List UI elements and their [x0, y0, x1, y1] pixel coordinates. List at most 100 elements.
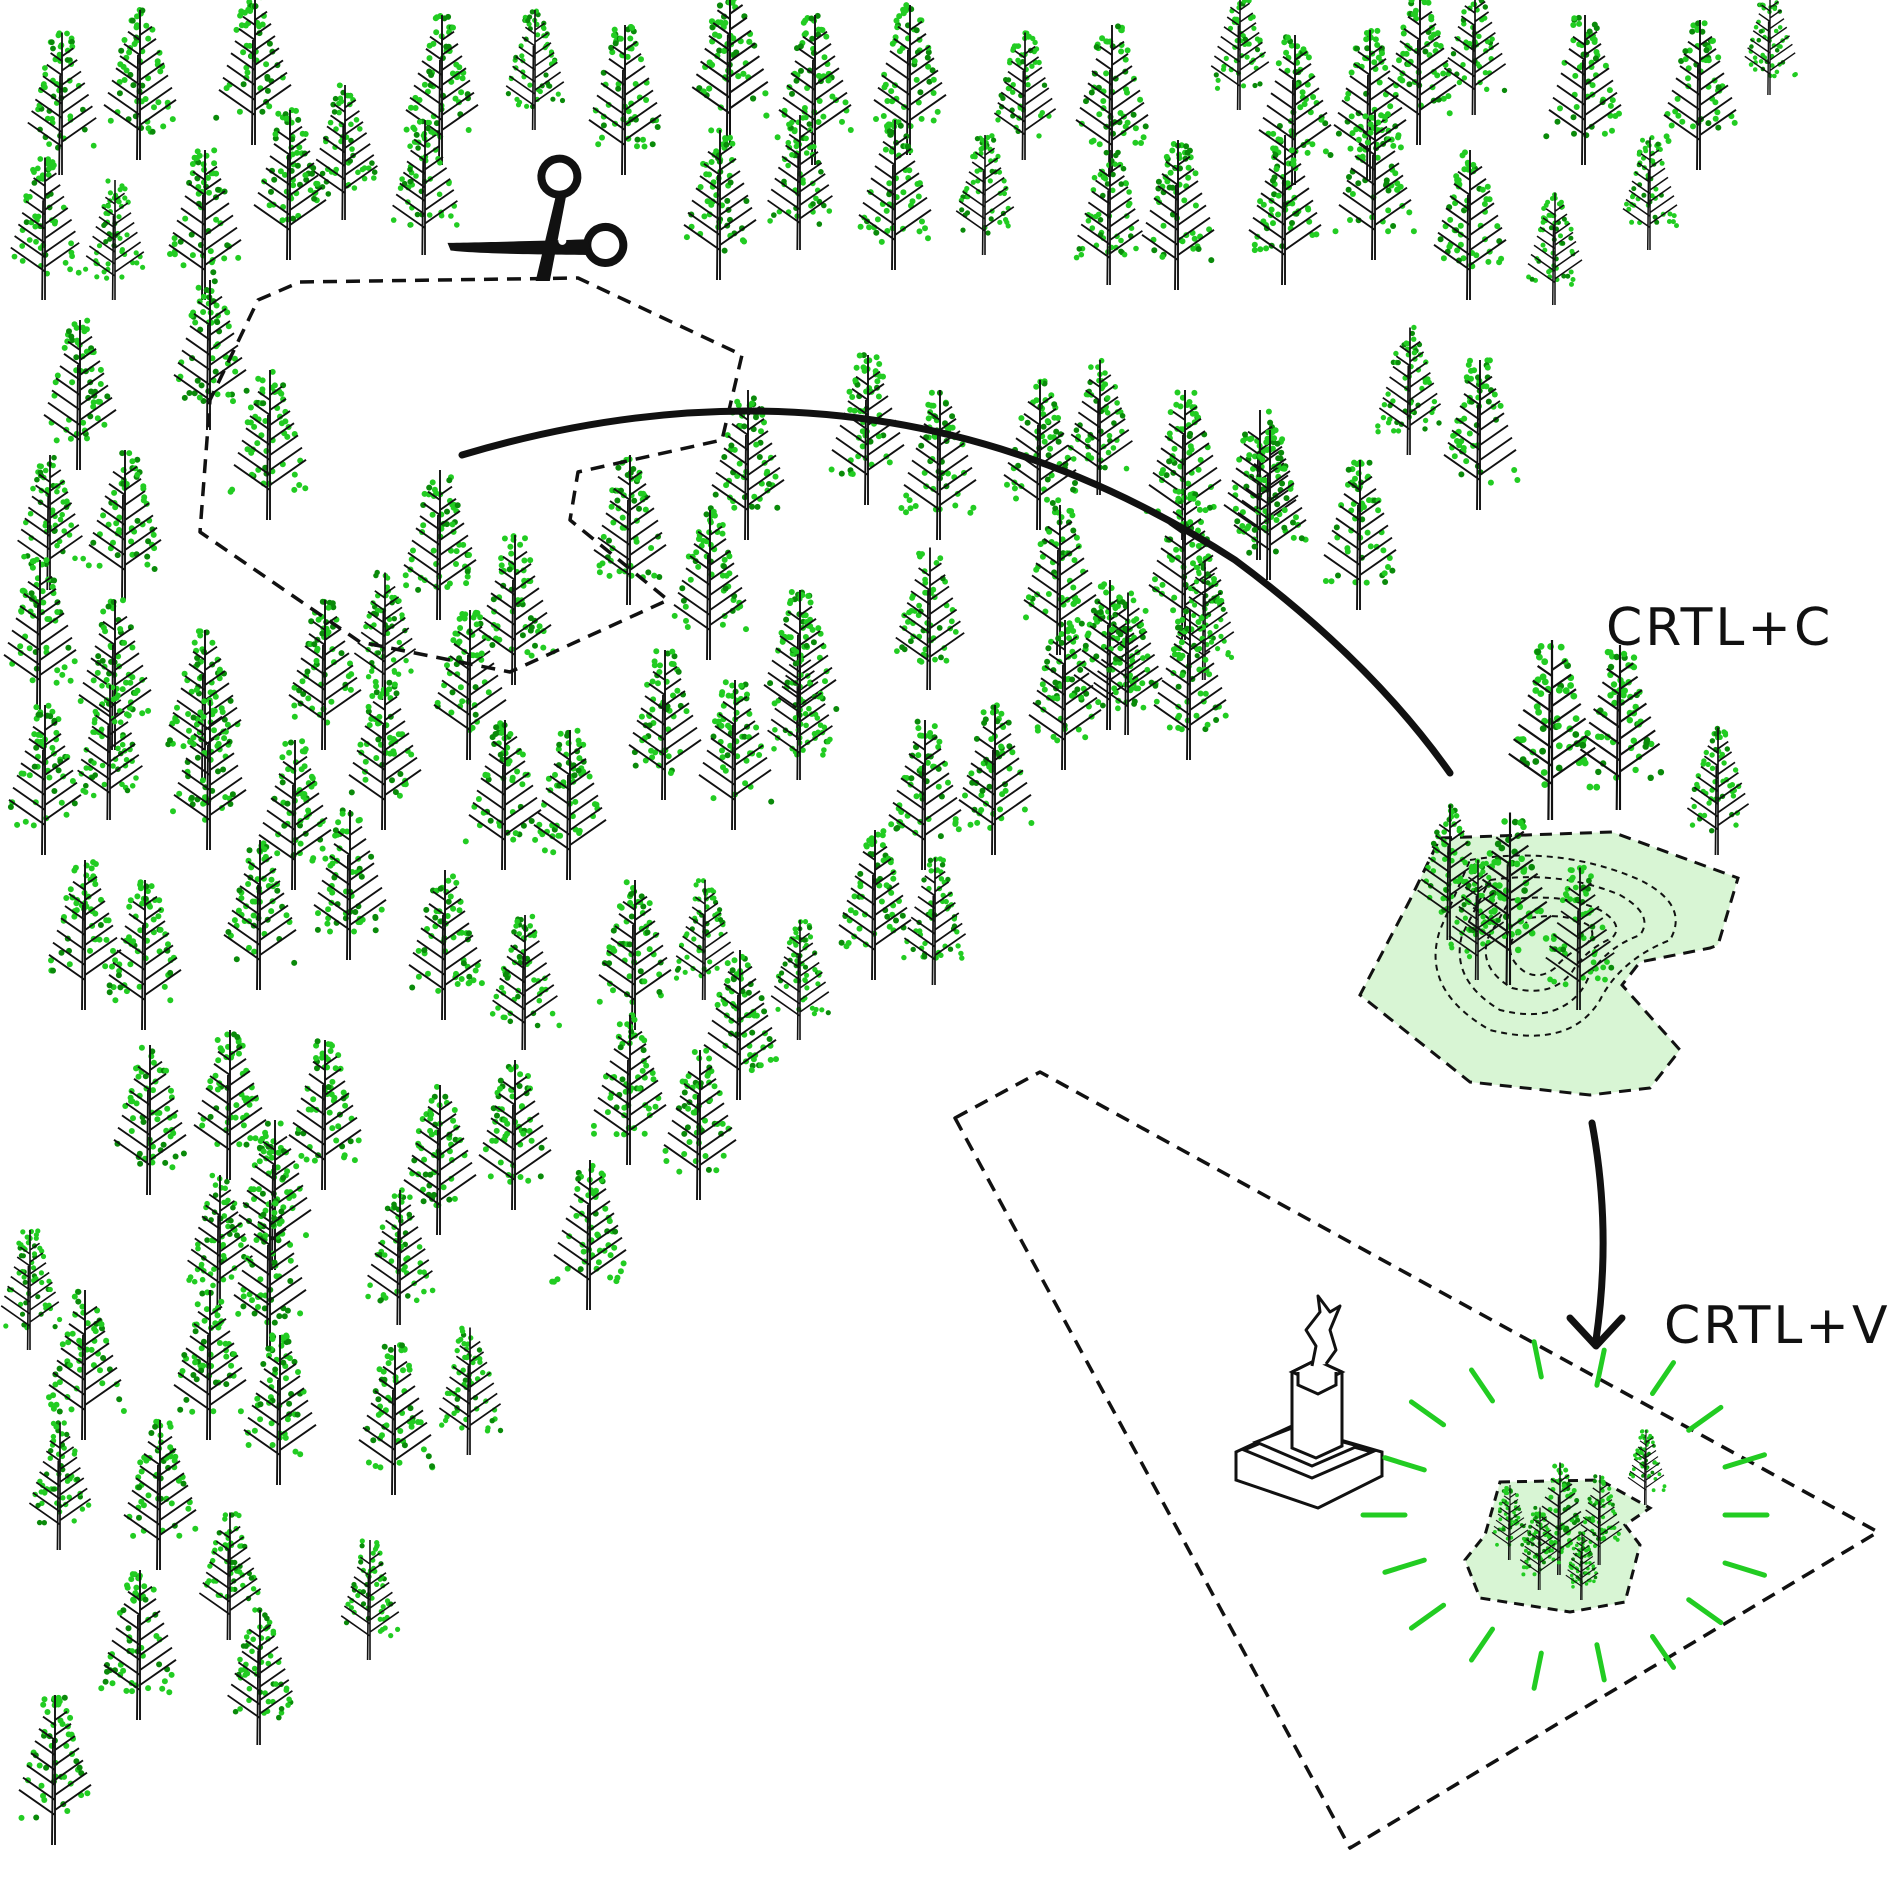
- highlight-ray: [1469, 1626, 1495, 1663]
- tree: [113, 1044, 187, 1196]
- tree: [1443, 357, 1521, 511]
- tree: [98, 1570, 177, 1721]
- tree: [703, 950, 779, 1101]
- tree: [1543, 14, 1622, 166]
- tree: [198, 1511, 262, 1641]
- highlight-ray: [1686, 1597, 1724, 1626]
- tree: [1075, 23, 1149, 176]
- tree: [1448, 858, 1508, 981]
- tree: [390, 118, 460, 256]
- tree: [1744, 0, 1798, 96]
- tree: [1417, 803, 1483, 941]
- tree: [857, 119, 932, 271]
- highlight-ray: [1650, 1360, 1676, 1396]
- tree: [438, 1325, 504, 1456]
- tree: [828, 352, 905, 506]
- tree: [1248, 135, 1322, 286]
- tree: [223, 840, 298, 991]
- copy-shortcut-label: CRTL+C: [1606, 598, 1834, 658]
- tree: [671, 508, 749, 661]
- tree: [955, 134, 1015, 256]
- tree: [83, 178, 146, 301]
- tree: [901, 856, 967, 986]
- tree: [1443, 0, 1508, 116]
- tree: [403, 13, 479, 166]
- tree: [227, 368, 309, 521]
- copied-patch: [1358, 640, 1750, 1097]
- tree: [1093, 590, 1163, 736]
- tree: [28, 1420, 92, 1551]
- tree: [489, 913, 562, 1051]
- tree: [1627, 1429, 1667, 1506]
- tree: [233, 1198, 307, 1351]
- tree: [593, 455, 667, 606]
- tree: [17, 454, 86, 591]
- monument-icon: [1234, 1294, 1384, 1510]
- tree: [1375, 324, 1442, 456]
- tree: [193, 1030, 273, 1181]
- tree: [1663, 20, 1738, 171]
- tree: [770, 919, 831, 1041]
- tree: [165, 628, 242, 781]
- tree: [1332, 110, 1417, 261]
- tree: [170, 697, 247, 851]
- tree: [186, 1172, 253, 1311]
- tree: [7, 702, 82, 856]
- tree: [106, 879, 182, 1031]
- tree: [48, 859, 123, 1011]
- highlight-ray: [1650, 1634, 1676, 1670]
- tree: [673, 878, 736, 1001]
- tree: [103, 7, 177, 161]
- tree: [46, 1288, 127, 1441]
- tree: [1322, 459, 1397, 611]
- tree: [1141, 140, 1215, 291]
- tree: [18, 1694, 92, 1846]
- paste-shortcut-label: CRTL+V: [1664, 1296, 1890, 1356]
- tree: [774, 12, 854, 166]
- tree: [1526, 192, 1583, 306]
- tree: [365, 1187, 436, 1326]
- tree: [698, 679, 775, 831]
- tree: [3, 557, 78, 711]
- pasted-patch-trees: [1491, 1429, 1667, 1601]
- tree: [873, 2, 947, 156]
- tree: [1153, 608, 1229, 761]
- tree: [588, 24, 662, 176]
- highlight-ray: [1594, 1642, 1607, 1683]
- tree: [243, 1332, 317, 1486]
- copy-arc-arrow: [458, 407, 1454, 777]
- tree: [123, 1418, 199, 1571]
- tree: [433, 609, 507, 761]
- tree: [1579, 645, 1665, 811]
- tree: [1383, 0, 1457, 146]
- tree: [532, 727, 607, 881]
- tree: [313, 807, 387, 961]
- tree: [888, 718, 962, 871]
- tree: [1565, 1531, 1599, 1601]
- tree: [167, 147, 242, 301]
- tree: [213, 0, 292, 146]
- paste-arrowhead: [1566, 1314, 1626, 1350]
- copied-patch-trees: [1417, 640, 1750, 1011]
- tree: [1508, 640, 1601, 821]
- highlight-ray: [1531, 1650, 1544, 1691]
- tree: [1067, 357, 1133, 496]
- tree: [77, 597, 152, 751]
- tree: [253, 107, 327, 261]
- tree: [227, 1607, 294, 1746]
- tree: [894, 547, 965, 691]
- tree: [1491, 1485, 1530, 1561]
- tree: [1622, 135, 1679, 251]
- tree: [763, 589, 840, 741]
- tree: [1466, 812, 1553, 986]
- tree: [173, 278, 250, 431]
- forest: [0, 0, 1798, 1846]
- highlight-ray: [1531, 1339, 1544, 1380]
- paste-target-area: [953, 1070, 1880, 1850]
- highlight-ray: [1408, 1399, 1447, 1428]
- tree: [1023, 505, 1097, 656]
- tree: [898, 389, 977, 541]
- tree: [662, 1047, 737, 1201]
- tree: [1073, 149, 1143, 286]
- tree: [767, 114, 833, 251]
